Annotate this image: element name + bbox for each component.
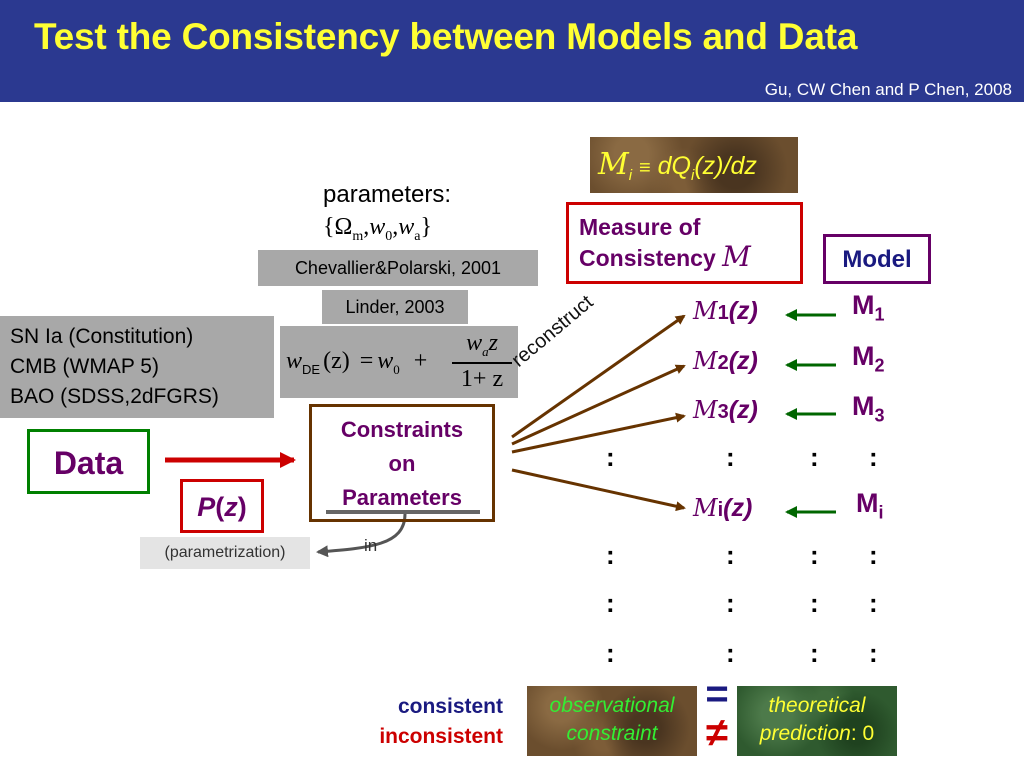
title-bar xyxy=(0,0,1024,102)
arrow-to-m1 xyxy=(511,314,686,439)
constraints-line3: Parameters xyxy=(342,485,462,510)
legend-inconsistent: inconsistent xyxy=(379,725,503,748)
colon: : xyxy=(726,442,735,472)
colon: : xyxy=(606,540,615,570)
constraints-line2: on xyxy=(388,451,416,476)
colon: : xyxy=(810,540,819,570)
observational-constraint-box: observational constraint xyxy=(527,686,697,756)
legend-labels: consistent inconsistent xyxy=(300,692,503,752)
obs-line1: observational xyxy=(549,694,675,717)
arrow-to-mi xyxy=(511,468,686,512)
theo-line2: prediction xyxy=(759,722,851,745)
measure-row-2: M2(z) xyxy=(693,347,758,375)
consistency-definition: Mi ≡ dQi(z)/dz xyxy=(590,137,798,193)
in-label: in xyxy=(364,536,378,555)
constraints-box: Constraints on Parameters xyxy=(309,404,495,522)
dataset-bao: BAO (SDSS,2dFGRS) xyxy=(10,385,219,408)
model-box: Model xyxy=(823,234,931,284)
theo-tail: : 0 xyxy=(850,722,875,745)
model-3: M3 xyxy=(852,391,885,426)
colon: : xyxy=(869,638,878,668)
equation-numerator: waz xyxy=(466,330,498,359)
equation-denominator: 1+ z xyxy=(460,366,504,392)
pz-label: P(z) xyxy=(197,492,247,522)
parameters-label: parameters: xyxy=(323,181,452,208)
in-arrow xyxy=(316,513,407,558)
reference-chevallier-polarski: Chevallier&Polarski, 2001 xyxy=(258,250,538,286)
model-i: Mi xyxy=(856,488,884,523)
colon: : xyxy=(869,588,878,618)
model-1: M1 xyxy=(852,290,885,325)
model-2: M2 xyxy=(852,341,885,376)
theoretical-prediction-box: theoretical prediction: 0 xyxy=(737,686,897,756)
colon: : xyxy=(869,540,878,570)
colon: : xyxy=(869,442,878,472)
pz-box: P(z) xyxy=(180,479,264,533)
measure-line2: Consistency xyxy=(579,245,716,271)
colon: : xyxy=(810,638,819,668)
colon: : xyxy=(810,588,819,618)
parameters-set: {Ωm,w0,wa} xyxy=(323,214,433,244)
data-label: Data xyxy=(53,445,124,481)
datasets-box: SN Ia (Constitution) CMB (WMAP 5) BAO (S… xyxy=(0,316,274,418)
colon: : xyxy=(606,638,615,668)
equal-sign: = xyxy=(705,672,729,716)
arrow-to-m2 xyxy=(511,364,686,446)
measure-symbol: M xyxy=(598,147,629,182)
colon: : xyxy=(810,442,819,472)
colon: : xyxy=(726,540,735,570)
measure-row-3: M3(z) xyxy=(693,396,758,424)
reference-linder: Linder, 2003 xyxy=(322,290,468,324)
fraction-bar xyxy=(452,362,512,364)
legend-consistent: consistent xyxy=(397,695,503,718)
slide-credit: Gu, CW Chen and P Chen, 2008 xyxy=(764,80,1012,99)
colon: : xyxy=(606,442,615,472)
cpl-equation: wDE(z) =w0 + waz 1+ z xyxy=(280,326,518,398)
obs-line2: constraint xyxy=(566,722,658,745)
model-label: Model xyxy=(842,246,912,273)
theo-line1: theoretical xyxy=(768,694,866,717)
measure-row-1: M1(z) xyxy=(693,297,758,325)
colon: : xyxy=(726,638,735,668)
constraints-line1: Constraints xyxy=(340,417,464,442)
colon: : xyxy=(606,588,615,618)
dataset-sn-ia: SN Ia (Constitution) xyxy=(10,325,194,348)
parameters-text: parameters: {Ωm,w0,wa} xyxy=(323,179,451,253)
arrow-to-m3 xyxy=(511,412,686,454)
slide-title: Test the Consistency between Models and … xyxy=(34,16,858,57)
measure-script-symbol: M xyxy=(722,240,751,273)
parametrization-label: (parametrization) xyxy=(140,537,310,569)
not-equal-sign: ≠ xyxy=(706,711,728,755)
measure-row-i: Mi(z) xyxy=(693,494,753,522)
measure-of-consistency-box: Measure of Consistency M xyxy=(566,202,803,284)
colon: : xyxy=(726,588,735,618)
dataset-cmb: CMB (WMAP 5) xyxy=(10,355,159,378)
data-box: Data xyxy=(27,429,150,494)
measure-line1: Measure of xyxy=(579,214,701,240)
